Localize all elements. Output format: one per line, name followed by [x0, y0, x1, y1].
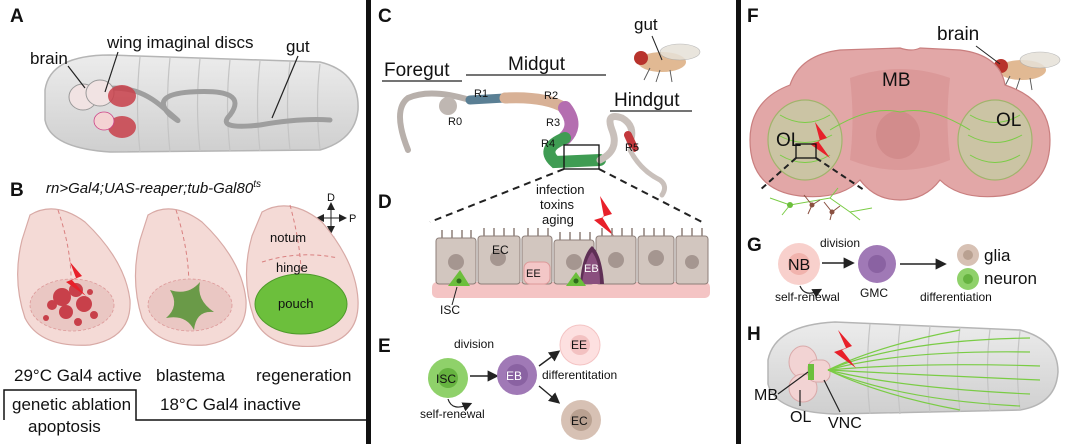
neuron-cluster [769, 187, 873, 221]
genotype-label: rn>Gal4;UAS-reaper;tub-Gal80ts [46, 179, 261, 197]
larva-a [44, 54, 359, 153]
disc-regeneration [245, 204, 359, 348]
epithelium [432, 228, 710, 298]
label-mb-f: MB [882, 70, 911, 91]
panel-label-g: G [747, 235, 762, 256]
label-self-renewal-e: self-renewal [420, 407, 485, 421]
label-regeneration: regeneration [256, 366, 351, 385]
label-ablation: genetic ablation [12, 395, 131, 414]
fly-icon [634, 43, 701, 83]
label-aging: aging [542, 212, 574, 227]
label-hinge: hinge [276, 260, 308, 275]
panel-a: A brain wing imaginal dis [10, 6, 359, 153]
label-apoptosis: apoptosis [28, 417, 101, 436]
label-ec-e: EC [571, 414, 588, 428]
label-division-g: division [820, 236, 860, 250]
divider-left [366, 0, 371, 444]
label-r4: R4 [541, 138, 555, 150]
label-self-renewal-g: self-renewal [775, 290, 840, 304]
label-r5: R5 [625, 142, 639, 154]
disc-blastema [134, 208, 247, 346]
label-infection: infection [536, 182, 584, 197]
zoom-box-f [795, 143, 817, 159]
panel-label-b: B [10, 180, 24, 201]
label-isc-e: ISC [436, 372, 456, 386]
panel-c: C Foregut Midgut Hindgut gut R1 [378, 6, 701, 198]
label-r2: R2 [544, 90, 558, 102]
label-gmc: GMC [860, 286, 888, 300]
label-ee-d: EE [526, 268, 541, 280]
label-midgut: Midgut [508, 54, 566, 75]
axis-d: D [327, 192, 335, 204]
divider-right [736, 0, 741, 444]
label-blastema: blastema [156, 366, 226, 385]
panel-g: G division NB glia neuron self-renewal G… [747, 235, 1037, 304]
panel-label-c: C [378, 6, 392, 27]
panel-label-h: H [747, 324, 761, 345]
larval-brain [749, 47, 1051, 201]
zoom-box-c [563, 144, 600, 170]
label-ol-right: OL [996, 110, 1021, 131]
label-eb-d: EB [584, 263, 599, 275]
label-gut-c: gut [634, 15, 658, 34]
label-gal4-active: 29°C Gal4 active [14, 366, 142, 385]
panel-label-e: E [378, 336, 391, 357]
label-eb-e: EB [506, 369, 522, 383]
larva-h [767, 321, 1059, 415]
label-glia: glia [984, 246, 1011, 265]
label-brain-f: brain [937, 24, 979, 45]
panel-b: B rn>Gal4;UAS-reaper;tub-Gal80ts D V A P [3, 179, 366, 436]
label-nb: NB [788, 257, 810, 274]
label-pouch: pouch [278, 296, 313, 311]
label-ee-e: EE [571, 338, 587, 352]
panel-label-f: F [747, 6, 759, 27]
axis-cross-icon [316, 202, 347, 234]
lightning-icon-d [594, 196, 614, 236]
panel-e: E division ISC EB EE EC differentitation… [378, 324, 617, 440]
label-ol-left: OL [776, 130, 801, 151]
panel-h: H MB OL VNC [747, 321, 1059, 432]
panel-d: D infection toxins aging [378, 168, 710, 317]
label-r1: R1 [474, 88, 488, 100]
label-ec-d: EC [492, 243, 509, 257]
label-hindgut: Hindgut [614, 90, 680, 111]
label-isc-d: ISC [440, 303, 460, 317]
panel-label-a: A [10, 6, 24, 27]
label-mb-h: MB [754, 387, 778, 404]
label-r3: R3 [546, 117, 560, 129]
label-r0: R0 [448, 116, 462, 128]
panel-label-d: D [378, 192, 392, 213]
label-differentiation-e: differentitation [542, 368, 617, 382]
label-division-e: division [454, 337, 494, 351]
gut-tube [397, 90, 668, 198]
disc-ablated [17, 208, 131, 346]
label-wing-discs: wing imaginal discs [106, 33, 253, 52]
label-brain-a: brain [30, 49, 68, 68]
label-differentiation-g: differentiation [920, 290, 992, 304]
panel-f: F brain MB OL OL [747, 6, 1061, 221]
temperature-step [3, 389, 366, 421]
label-gal4-inactive: 18°C Gal4 inactive [160, 395, 301, 414]
label-gut-a: gut [286, 37, 310, 56]
label-toxins: toxins [540, 197, 574, 212]
label-ol-h: OL [790, 409, 811, 426]
lightning-icon-f [810, 122, 830, 158]
label-foregut: Foregut [384, 60, 450, 81]
label-notum: notum [270, 230, 306, 245]
label-neuron: neuron [984, 269, 1037, 288]
axis-p: P [349, 213, 356, 225]
label-vnc: VNC [828, 415, 862, 432]
